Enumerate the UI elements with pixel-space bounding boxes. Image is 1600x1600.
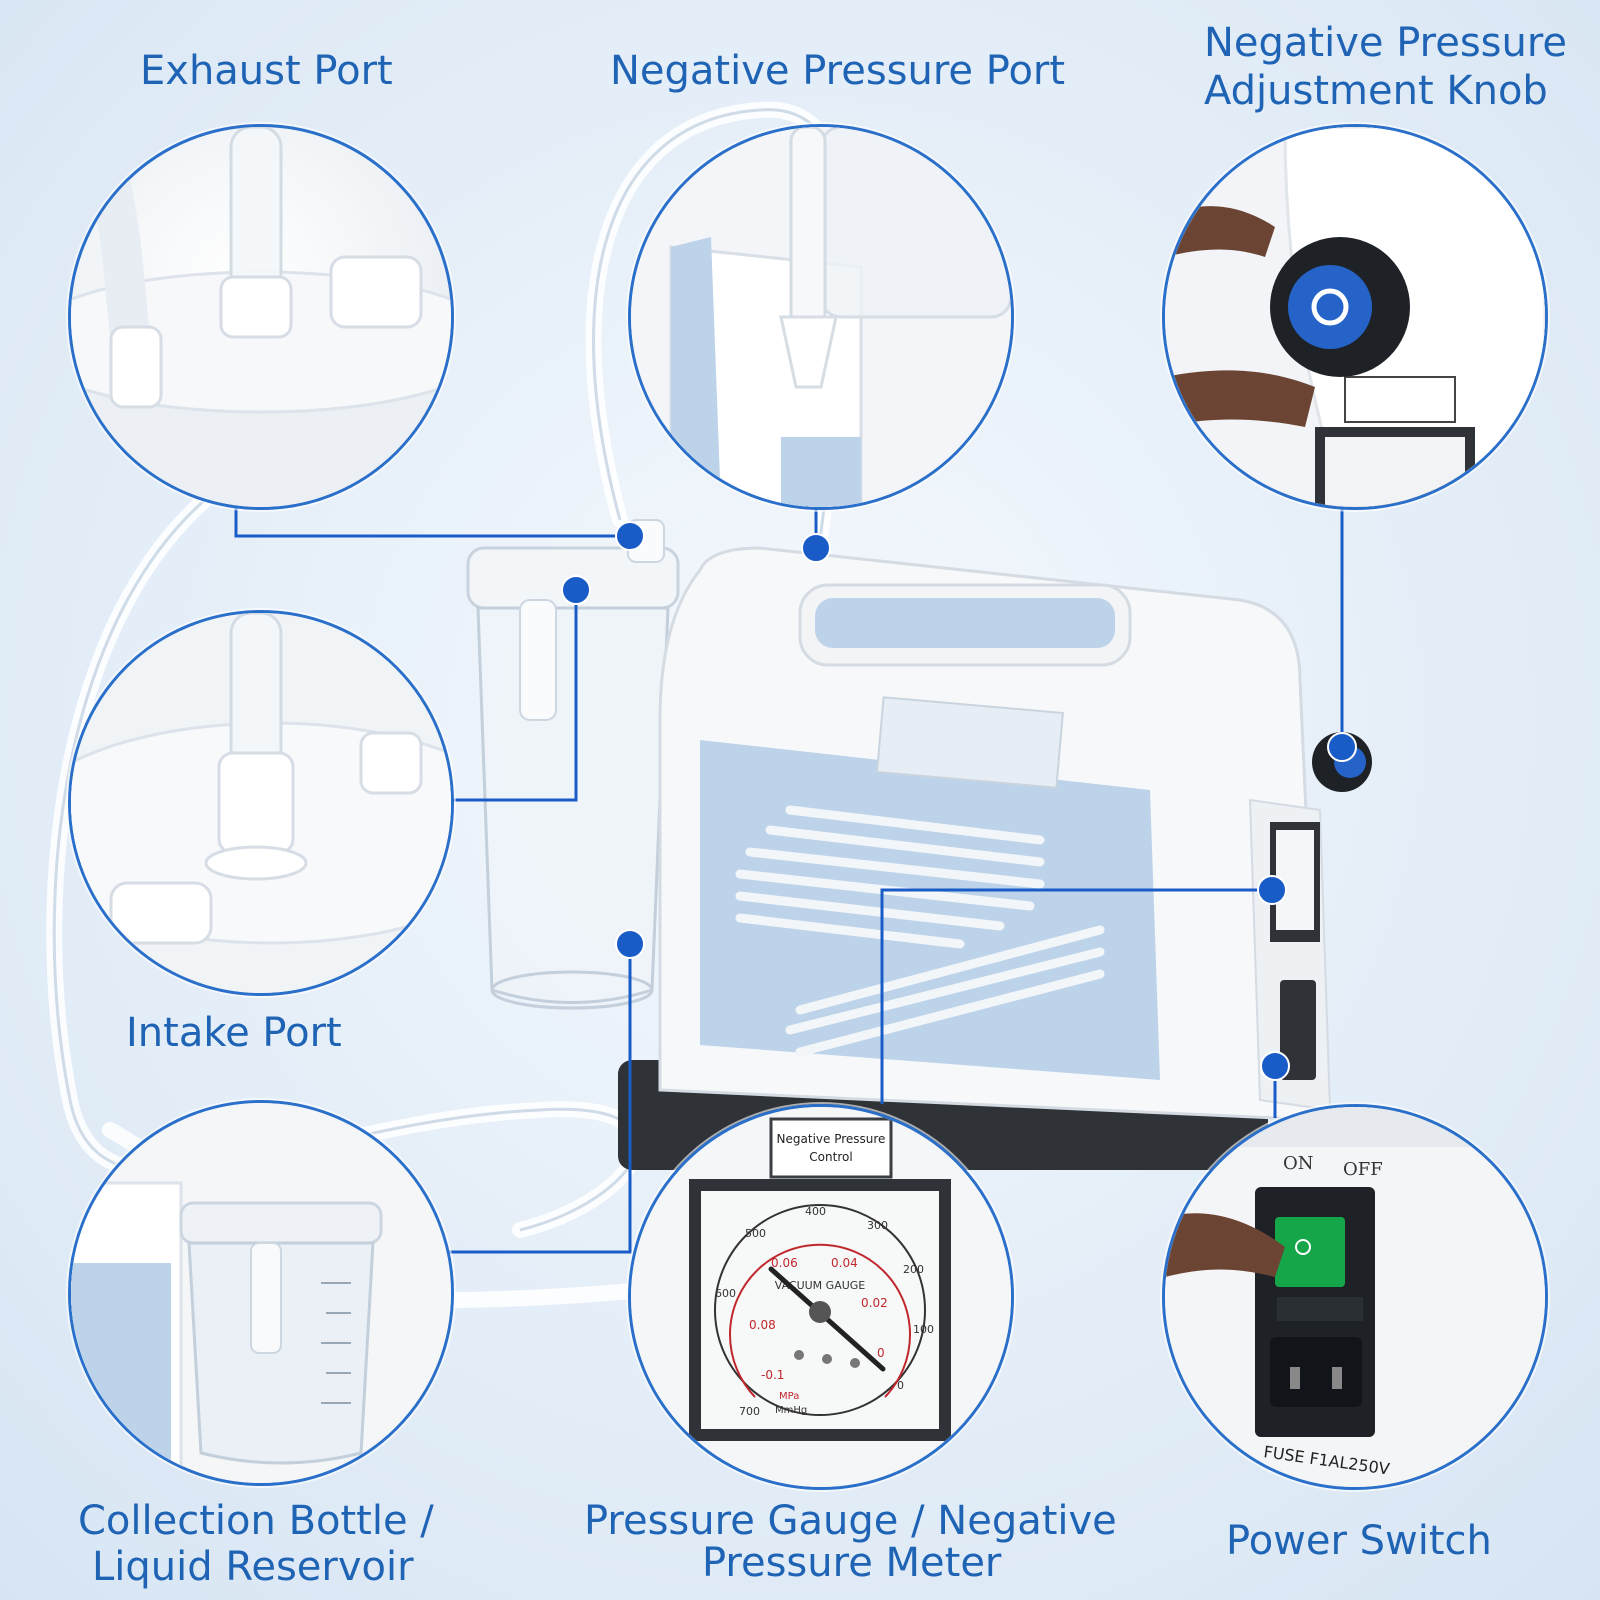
collection-bottle-label-line1: Collection Bottle / — [78, 1498, 434, 1544]
gauge-inner-tick-0-08: 0.08 — [749, 1318, 776, 1332]
pressure-gauge-label-line2: Pressure Meter — [702, 1540, 1002, 1586]
adjustment-knob-marker — [1327, 732, 1357, 762]
negative-pressure-port-label: Negative Pressure Port — [610, 48, 1066, 94]
intake-port-marker — [561, 575, 591, 605]
gauge-unit-mpa: MPa — [779, 1391, 799, 1402]
intake-port-label: Intake Port — [126, 1010, 342, 1056]
exhaust-port-callout — [68, 124, 454, 510]
intake-port-callout — [68, 610, 454, 996]
exhaust-port-marker — [615, 521, 645, 551]
gauge-outer-tick-0: 0 — [897, 1379, 904, 1392]
adjustment-knob-label-line1: Negative Pressure — [1204, 20, 1568, 66]
gauge-unit-mmhg: MmHg — [775, 1405, 807, 1416]
pressure-gauge-label-line1: Pressure Gauge / Negative — [584, 1498, 1117, 1544]
gauge-outer-tick-500: 500 — [745, 1227, 766, 1240]
power-switch-callout: ON OFF FUSE F1AL250V — [1162, 1104, 1548, 1490]
gauge-inner-tick-0-04: 0.04 — [831, 1256, 858, 1270]
switch-off-label: OFF — [1343, 1159, 1383, 1180]
gauge-outer-tick-600: 600 — [715, 1287, 736, 1300]
gauge-outer-tick-200: 200 — [903, 1263, 924, 1276]
gauge-inner-tick-0-06: 0.06 — [771, 1256, 798, 1270]
collection-bottle-marker — [615, 929, 645, 959]
gauge-inner-tick-0-02: 0.02 — [861, 1296, 888, 1310]
adjustment-knob-callout — [1162, 124, 1548, 510]
control-plate-text-line2: Control — [809, 1150, 852, 1164]
collection-bottle-callout — [68, 1100, 454, 1486]
adjustment-knob-label-line2: Adjustment Knob — [1204, 68, 1548, 114]
gauge-inner-tick-minus-0-1: -0.1 — [761, 1368, 784, 1382]
negative-pressure-port-callout — [628, 124, 1014, 510]
pressure-gauge-callout: Negative Pressure Control 700 600 500 40… — [628, 1104, 1014, 1490]
suction-device-body — [618, 546, 1372, 1170]
power-switch-marker — [1260, 1051, 1290, 1081]
gauge-outer-tick-300: 300 — [867, 1219, 888, 1232]
control-plate-text-line1: Negative Pressure — [777, 1132, 886, 1146]
collection-bottle-label-line2: Liquid Reservoir — [92, 1544, 414, 1590]
gauge-title: VACUUM GAUGE — [775, 1279, 866, 1292]
gauge-outer-tick-700: 700 — [739, 1405, 760, 1418]
collection-bottle — [466, 519, 680, 1010]
gauge-outer-tick-400: 400 — [805, 1205, 826, 1218]
pressure-gauge-marker — [1257, 875, 1287, 905]
power-switch-label: Power Switch — [1226, 1518, 1492, 1564]
gauge-outer-tick-100: 100 — [913, 1323, 934, 1336]
gauge-inner-tick-0: 0 — [877, 1346, 885, 1360]
switch-on-label: ON — [1283, 1153, 1314, 1174]
negative-pressure-port-marker — [801, 533, 831, 563]
exhaust-port-label: Exhaust Port — [140, 48, 393, 94]
